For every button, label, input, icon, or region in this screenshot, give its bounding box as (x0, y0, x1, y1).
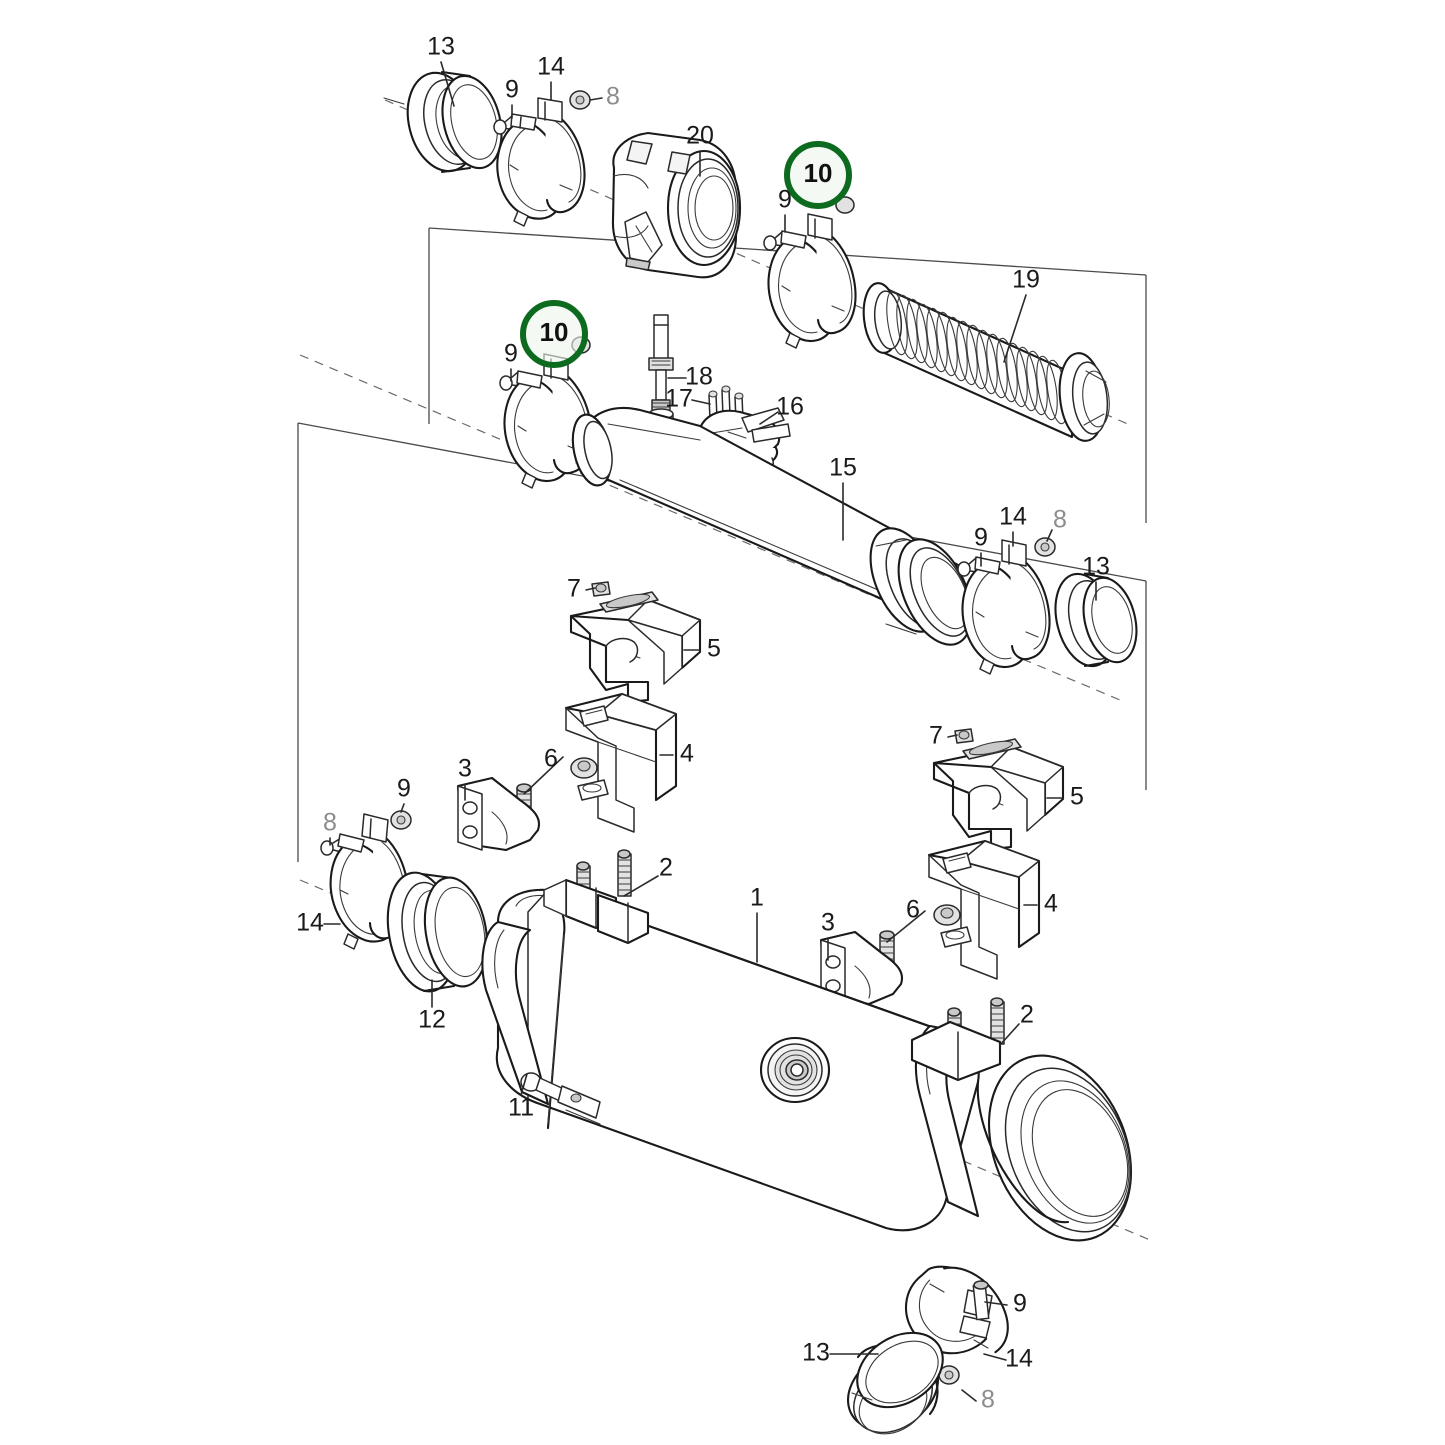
part-20-mixer-housing (611, 131, 742, 279)
callout-label-17: 17 (665, 385, 693, 413)
callout-label-5: 5 (707, 635, 721, 663)
callout-label-14: 14 (296, 909, 324, 937)
callout-label-6: 6 (544, 745, 558, 773)
callout-label-16: 16 (776, 393, 804, 421)
callout-label-9: 9 (1013, 1290, 1027, 1318)
callout-label-5: 5 (1070, 783, 1084, 811)
highlight-markers[interactable] (520, 141, 852, 368)
callout-label-6: 6 (906, 896, 920, 924)
part-4-mounting-bracket-right (927, 839, 1041, 980)
callout-label-8: 8 (981, 1386, 995, 1414)
part-13-sealing-collar-bottom (846, 1331, 944, 1435)
housing-port-boss (759, 1036, 831, 1104)
part-15-connecting-pipe (571, 406, 973, 646)
part-7-nut-washer-right (954, 728, 974, 744)
callout-label-9: 9 (505, 76, 519, 104)
highlight-circle-10-lower[interactable] (520, 300, 588, 368)
part-9-nut-left-lower (390, 810, 412, 830)
callout-label-7: 7 (567, 575, 581, 603)
part-5-support-bracket-left (569, 591, 702, 704)
callout-label-7: 7 (929, 722, 943, 750)
part-14-v-band-clamp-mid-right (961, 539, 1051, 675)
callout-label-18: 18 (685, 363, 713, 391)
part-7-nut-washer-left (591, 581, 611, 597)
highlight-circle-10-upper[interactable] (784, 141, 852, 209)
part-8-nut-mid-right (1034, 537, 1056, 557)
callout-label-10[interactable]: 10 (804, 158, 833, 188)
part-1-dpf-housing (495, 878, 980, 1232)
callout-label-14: 14 (999, 503, 1027, 531)
callout-label-15: 15 (829, 454, 857, 482)
part-10-v-band-clamp-upper (767, 196, 857, 349)
part-13-sealing-collar-mid-right (1054, 572, 1138, 668)
part-5-support-bracket-right (932, 738, 1065, 851)
callout-label-8: 8 (606, 83, 620, 111)
housing-studs (576, 849, 1005, 1055)
callout-label-9: 9 (504, 340, 518, 368)
callout-label-8: 8 (323, 809, 337, 837)
callout-label-10[interactable]: 10 (540, 317, 569, 347)
callout-label-13: 13 (427, 33, 455, 61)
part-13-sealing-collar-upper (383, 70, 503, 174)
callout-label-2: 2 (659, 854, 673, 882)
callout-label-12: 12 (418, 1006, 446, 1034)
callout-label-2: 2 (1020, 1001, 1034, 1029)
callout-label-8: 8 (1053, 506, 1067, 534)
part-4-mounting-bracket-left (564, 692, 678, 833)
callout-label-14: 14 (537, 53, 565, 81)
callout-label-3: 3 (458, 755, 472, 783)
callout-label-9: 9 (397, 775, 411, 803)
callout-label-14: 14 (1005, 1345, 1033, 1373)
callout-label-9: 9 (778, 186, 792, 214)
part-8-nut-upper-left (569, 90, 591, 110)
part-9-clamp-bolt-bottom (972, 1280, 990, 1321)
callout-label-19: 19 (1012, 266, 1040, 294)
part-19-flexible-bellows-hose (862, 282, 1110, 442)
leader-lines (323, 61, 1097, 1402)
callout-label-4: 4 (680, 740, 694, 768)
callout-label-13: 13 (1082, 553, 1110, 581)
callout-label-11: 11 (508, 1094, 534, 1122)
part-12-inlet-sealing-ring (386, 871, 489, 993)
callout-label-4: 4 (1044, 890, 1058, 918)
part-14-v-band-clamp-upper-left (496, 97, 586, 227)
callout-label-3: 3 (821, 909, 835, 937)
part-2-flange-left (481, 920, 550, 1106)
callout-label-1: 1 (750, 884, 764, 912)
part-11-clamp-fastener (520, 1072, 601, 1125)
part-3-mounting-bracket-small-left (456, 776, 540, 852)
part-8-nut-bottom (938, 1365, 960, 1385)
part-2-flange-right (910, 1020, 1133, 1242)
callout-label-13: 13 (802, 1339, 830, 1367)
callout-label-9: 9 (974, 524, 988, 552)
callout-label-20: 20 (686, 122, 714, 150)
